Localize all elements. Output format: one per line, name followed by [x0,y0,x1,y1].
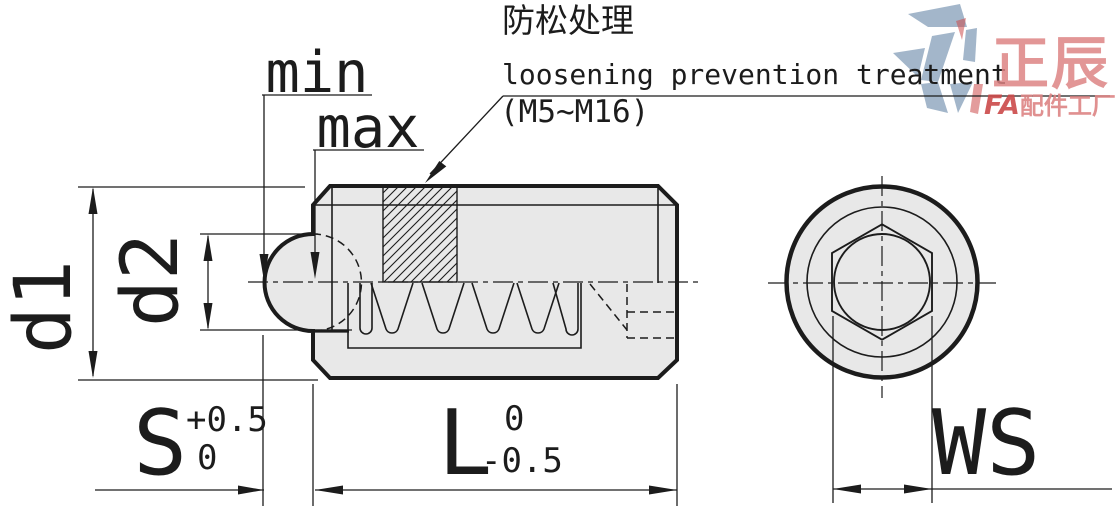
end-view [768,176,996,398]
logo-company-name: 正辰 [992,31,1110,97]
s-label: S [133,391,188,496]
side-view [248,184,698,380]
leader-max [310,149,424,279]
logo-fa-text: FA [984,90,1020,121]
dimension-d1 [78,186,318,381]
max-label: max [316,95,420,161]
l-label: L [438,391,493,496]
l-tolerance-lower: -0.5 [481,441,563,481]
spring [359,282,579,336]
s-tolerance-lower: 0 [197,438,218,478]
d1-label: d1 [0,260,89,354]
note-thread-range: (M5~M16) [500,94,650,130]
spring-pocket [347,283,582,349]
d2-label: d2 [106,233,196,327]
dimension-ws [832,316,1112,503]
min-label: min [265,40,369,106]
logo-subtitle: FA配件工厂 [984,92,1116,119]
ws-label: WS [932,391,1041,496]
note-english: loosening prevention treatment [502,58,1008,91]
leader-loosening-note [425,95,1110,183]
company-logo-mark [893,4,983,114]
ball-hidden-arc [312,233,363,332]
note-chinese: 防松处理 [502,1,634,40]
dimension-d2 [200,233,352,331]
hex-socket-hidden [589,283,676,339]
hex-socket [831,223,933,341]
l-tolerance-upper: 0 [504,399,525,439]
s-tolerance-upper: +0.5 [186,400,268,440]
loosening-patch-hatch [382,185,458,283]
dimension-s [95,335,314,506]
leader-min [259,94,372,281]
logo-factory-text: 配件工厂 [1019,92,1116,120]
dimension-lines [78,94,1112,506]
dimension-l [315,384,678,506]
